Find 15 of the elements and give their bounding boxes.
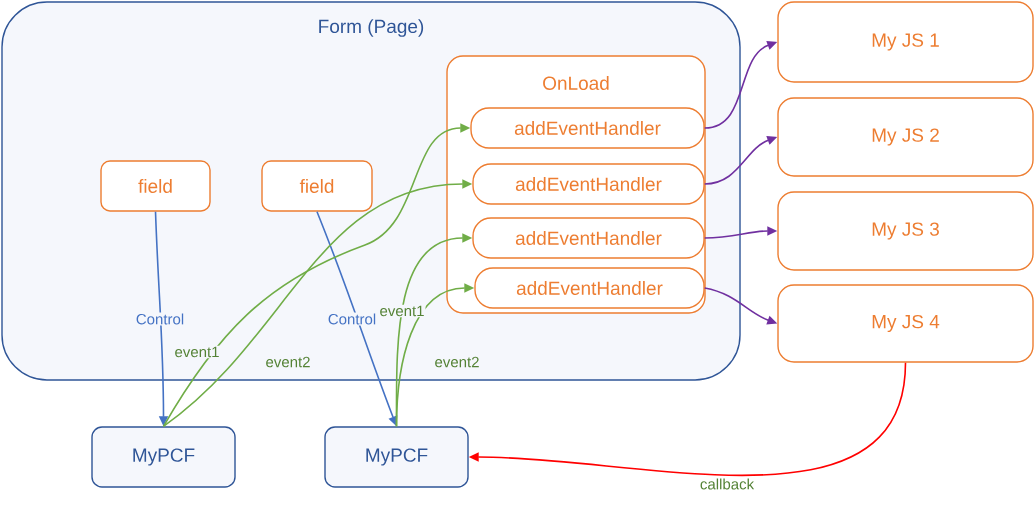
edge-label: Control bbox=[134, 312, 186, 326]
handler-box: addEventHandler bbox=[474, 267, 705, 309]
component-box: MyPCF bbox=[324, 426, 469, 488]
script-box: My JS 2 bbox=[777, 97, 1034, 177]
handler-box: addEventHandler bbox=[470, 107, 705, 149]
handler-box: addEventHandler bbox=[472, 217, 705, 259]
edge-label: Control bbox=[326, 312, 378, 326]
field-box: field bbox=[261, 160, 373, 212]
handler-box: addEventHandler bbox=[472, 163, 705, 205]
component-box: MyPCF bbox=[91, 426, 236, 488]
edge-label: callback bbox=[698, 477, 756, 491]
field-box: field bbox=[100, 160, 211, 212]
script-box: My JS 4 bbox=[777, 284, 1034, 363]
script-box: My JS 3 bbox=[777, 191, 1034, 271]
script-box: My JS 1 bbox=[777, 1, 1034, 83]
